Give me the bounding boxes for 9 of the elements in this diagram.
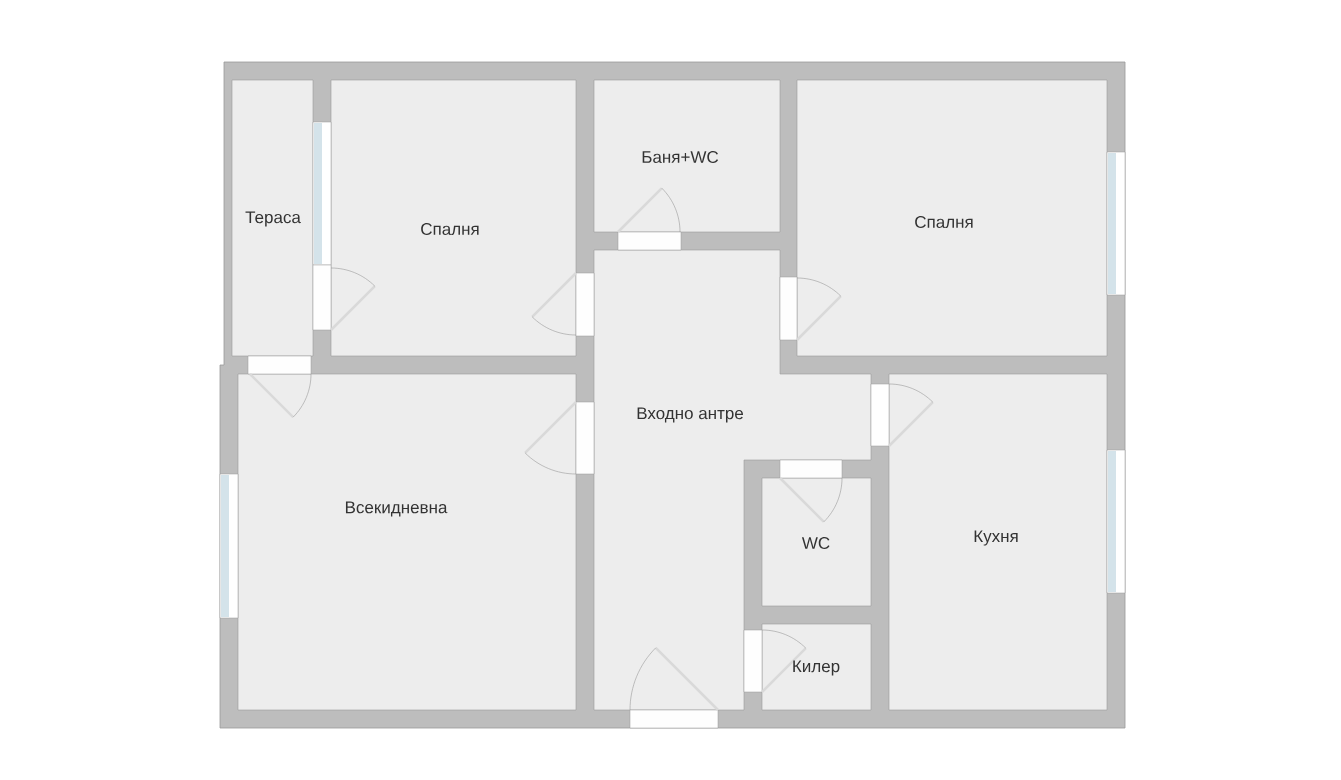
- room-label: Входно антре: [637, 407, 743, 423]
- room-label: Всекидневна: [345, 501, 448, 517]
- room-label: Килер: [793, 660, 840, 676]
- room-label: Тераса: [245, 211, 301, 227]
- room-label: Спалня: [915, 216, 973, 229]
- room-label: Баня+WC: [642, 151, 719, 164]
- room-label: Спалня: [421, 223, 479, 236]
- room-label: WC: [801, 537, 830, 550]
- room-label: Кухня: [974, 530, 1018, 546]
